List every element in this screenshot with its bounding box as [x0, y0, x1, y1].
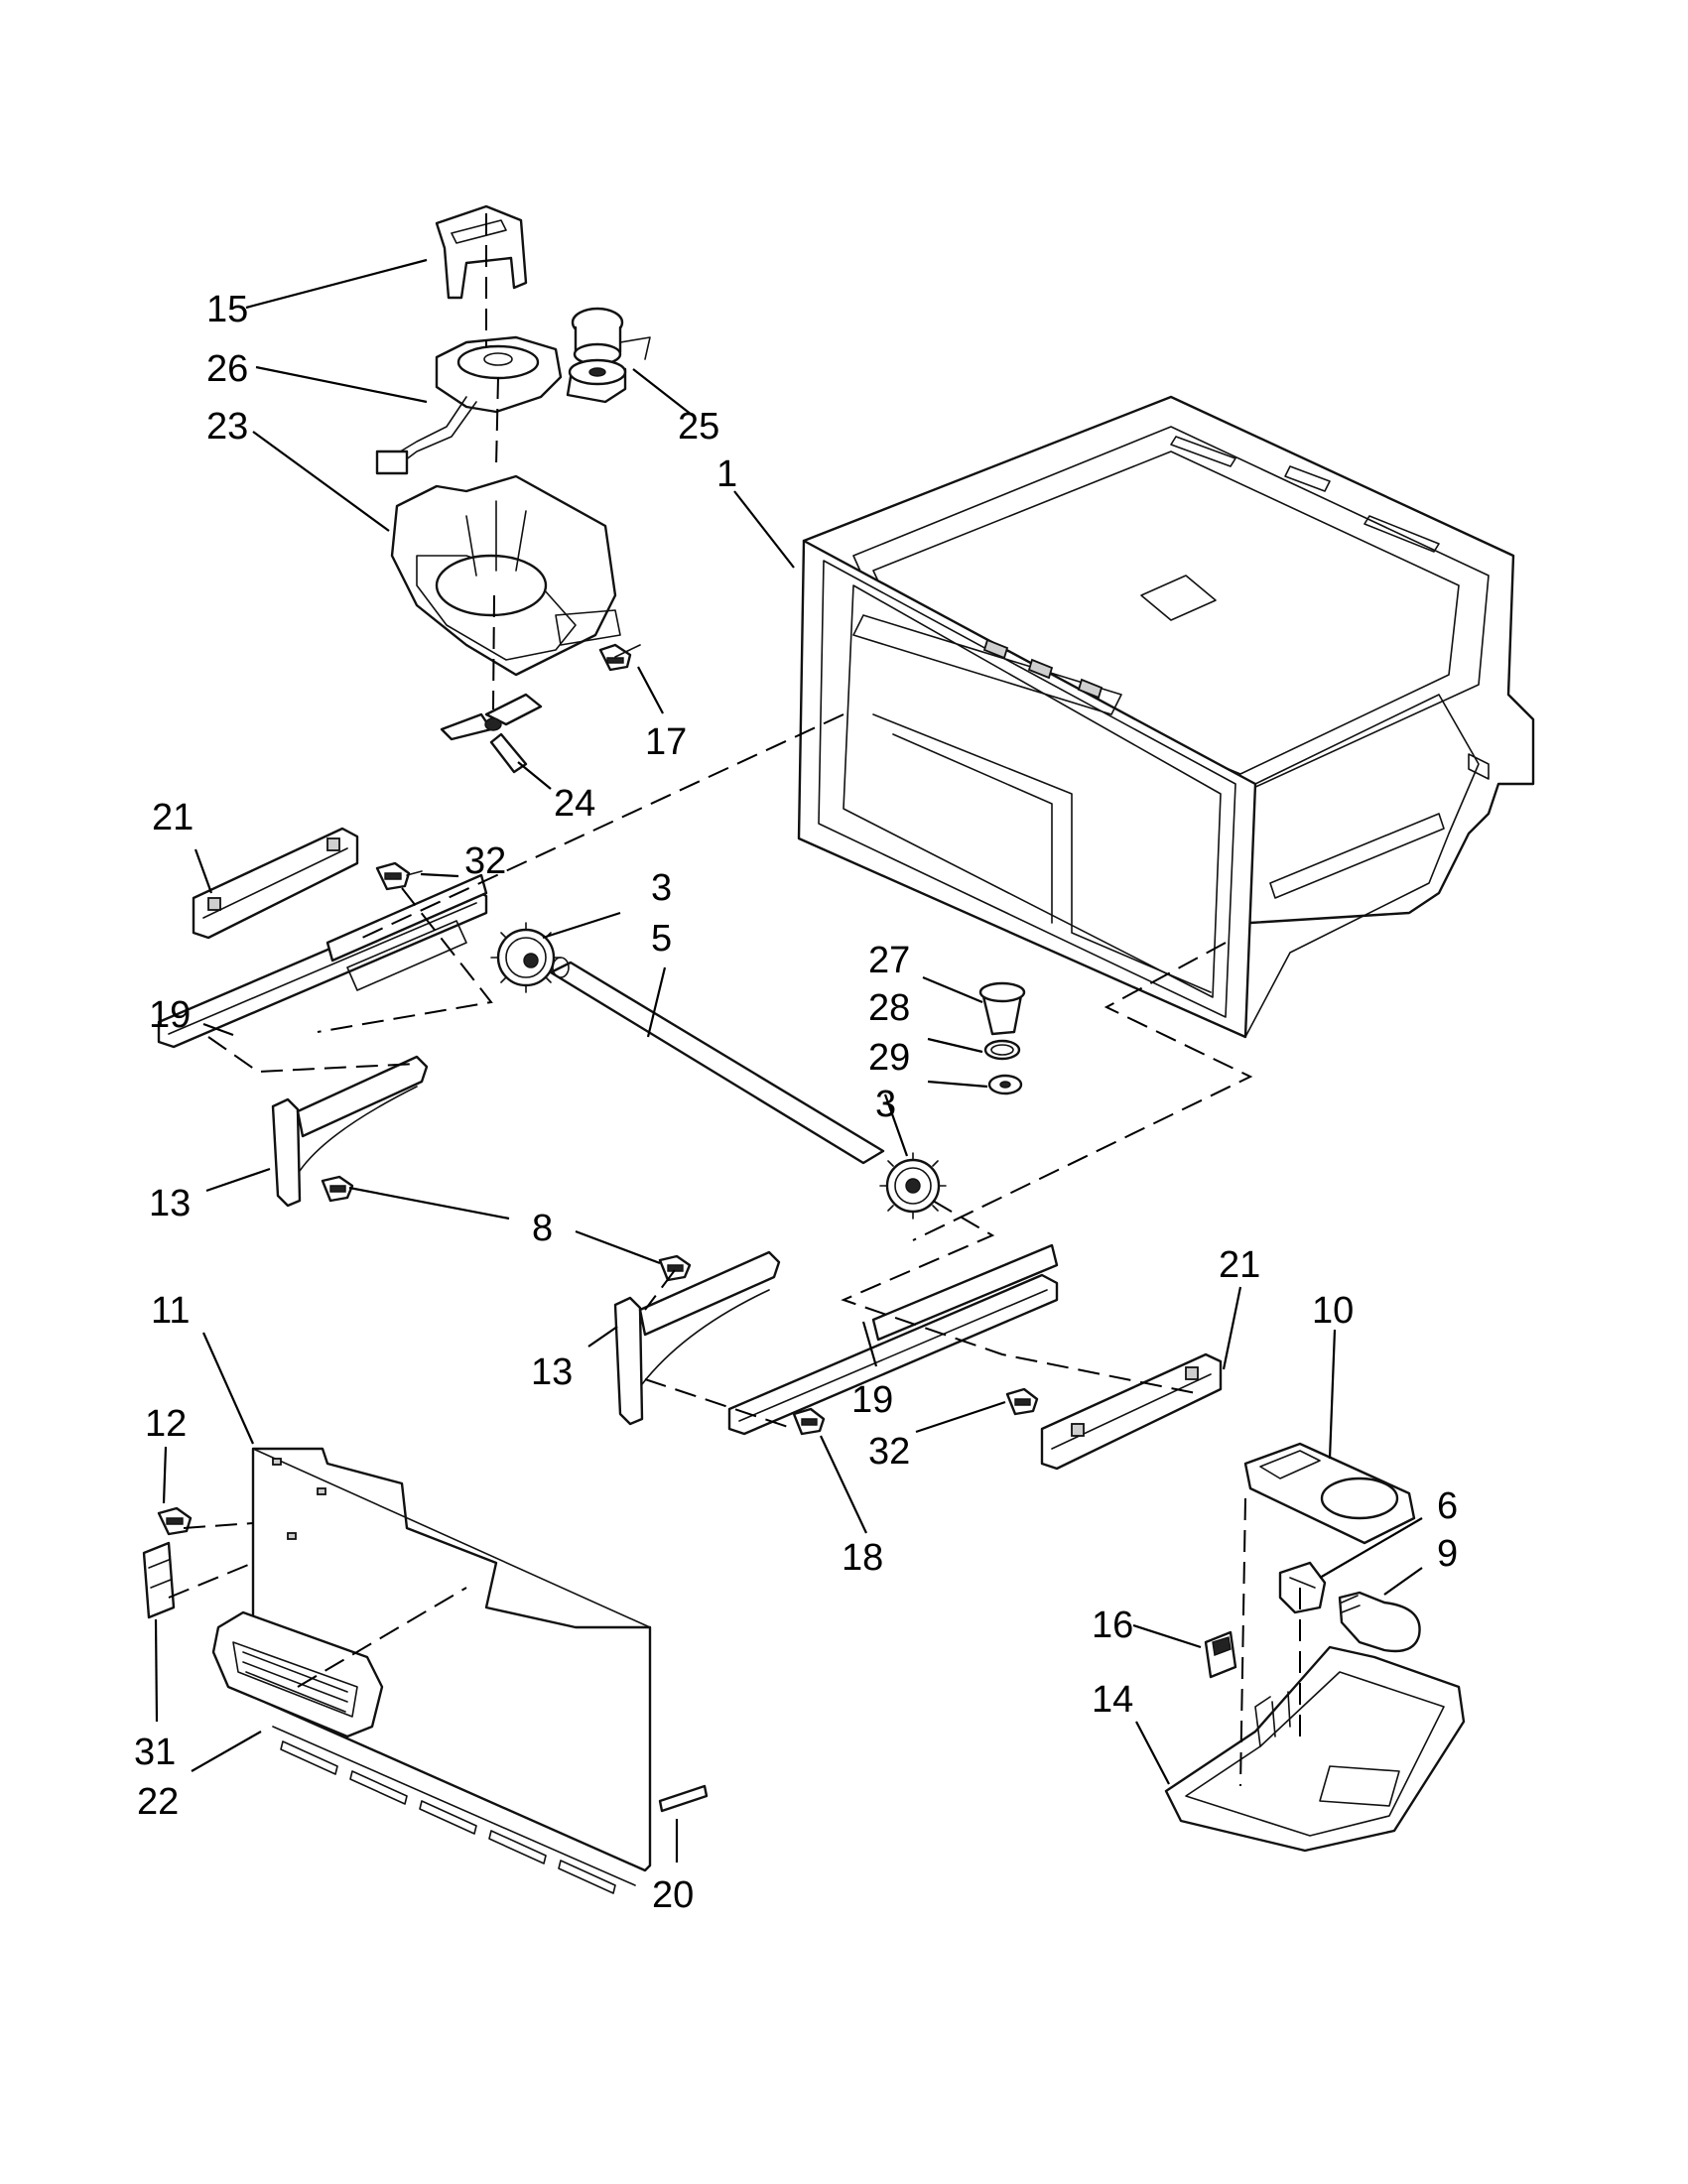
callout-labels: 15 26 23 25 1 17 24 21 32 3 5 19 27 28 2… — [134, 289, 1458, 1916]
callout-11: 11 — [151, 1290, 190, 1332]
right-slide-19 — [727, 1243, 1059, 1436]
callout-24: 24 — [554, 783, 595, 825]
callout-13-left: 13 — [149, 1183, 191, 1224]
callout-32-left: 32 — [464, 840, 506, 882]
light-switch-16 — [1204, 1630, 1237, 1679]
right-screw-8 — [658, 1254, 692, 1282]
callout-28: 28 — [868, 987, 910, 1029]
strip-20 — [658, 1784, 709, 1813]
cover-screw-12 — [157, 1506, 193, 1536]
callout-9: 9 — [1437, 1533, 1458, 1575]
callout-8: 8 — [532, 1208, 553, 1249]
fan-motor — [375, 335, 563, 475]
callout-32-right: 32 — [868, 1431, 910, 1473]
callout-25: 25 — [678, 406, 719, 448]
o-ring-28 — [983, 1039, 1021, 1061]
damper-control — [566, 307, 651, 404]
left-screw-8 — [321, 1175, 354, 1203]
left-rail-bracket-13 — [271, 1055, 429, 1208]
leader-lines — [154, 258, 1423, 1863]
housing-screw-17 — [598, 643, 641, 672]
drive-shaft-5 — [549, 957, 885, 1165]
stopper-27 — [978, 981, 1026, 1036]
cover-vent-slots — [280, 1740, 616, 1894]
fan-blade — [440, 693, 543, 774]
callout-21-right: 21 — [1219, 1244, 1260, 1286]
right-screw-18 — [792, 1407, 826, 1436]
callout-17: 17 — [645, 721, 687, 763]
left-screw-32 — [375, 861, 423, 891]
lamp-socket-6 — [1278, 1561, 1327, 1614]
left-slide-rail-21 — [192, 827, 359, 940]
callout-1: 1 — [716, 453, 737, 495]
right-rail-bracket-13 — [613, 1250, 781, 1426]
callout-23: 23 — [206, 406, 248, 448]
gear-left-3 — [490, 922, 562, 993]
cover-clip-31 — [142, 1541, 176, 1619]
callout-3-left: 3 — [651, 867, 672, 909]
callout-6: 6 — [1437, 1485, 1458, 1527]
callout-20: 20 — [652, 1874, 694, 1916]
callout-31: 31 — [134, 1732, 176, 1773]
callout-18: 18 — [842, 1537, 883, 1579]
freezer-drawer-bin — [797, 395, 1535, 1039]
callout-16: 16 — [1092, 1605, 1133, 1646]
callout-26: 26 — [206, 348, 248, 390]
gear-right-3 — [879, 1152, 947, 1220]
assembly-dashed-lines — [168, 213, 1301, 1787]
callout-14: 14 — [1092, 1679, 1133, 1721]
grille-22 — [211, 1610, 384, 1738]
callout-19-right: 19 — [851, 1379, 893, 1421]
right-screw-32 — [1005, 1387, 1039, 1416]
callout-13-right: 13 — [531, 1351, 573, 1393]
callout-22: 22 — [137, 1781, 179, 1823]
light-housing-14 — [1164, 1645, 1466, 1853]
fan-bracket — [435, 204, 528, 300]
fan-housing — [390, 474, 621, 677]
callout-10: 10 — [1312, 1290, 1354, 1332]
callout-19-left: 19 — [149, 994, 191, 1036]
light-bulb-9 — [1338, 1591, 1421, 1653]
callout-3-right: 3 — [875, 1084, 896, 1125]
callout-5: 5 — [651, 918, 672, 960]
light-cover-10 — [1243, 1442, 1416, 1545]
washer-29 — [987, 1074, 1023, 1095]
right-slide-rail-21 — [1040, 1352, 1223, 1471]
callout-15: 15 — [206, 289, 248, 330]
rear-cover-11 — [251, 1447, 652, 1894]
callout-27: 27 — [868, 940, 910, 981]
callout-12: 12 — [145, 1403, 187, 1445]
callout-21-left: 21 — [152, 797, 194, 838]
callout-29: 29 — [868, 1037, 910, 1079]
